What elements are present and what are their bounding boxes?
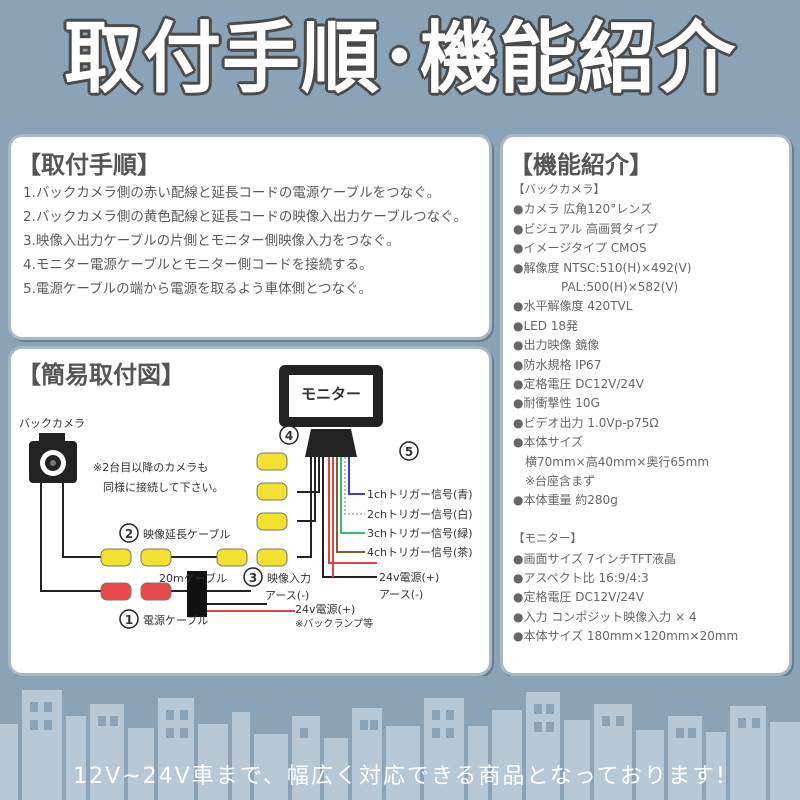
feature-item: ●イメージタイプ CMOS — [513, 241, 647, 256]
feature-section-heading: 【バックカメラ】 — [513, 182, 605, 196]
number-badge: 3 — [249, 571, 257, 585]
bottom-tagline: 12V~24V車まで、幅広く対応できる商品となっております! — [73, 764, 727, 789]
features-heading: 【機能紹介】 — [509, 151, 653, 179]
trigger-label: 3chトリガー信号(緑) — [367, 526, 473, 540]
video-input-label: 映像入力 — [267, 572, 311, 585]
feature-item: ●水平解像度 420TVL — [513, 299, 633, 314]
monitor-label: モニター — [301, 385, 361, 403]
city-skyline-illustration — [0, 676, 800, 800]
number-badge: 2 — [125, 527, 133, 541]
page-title: 取付手順･機能紹介 — [63, 14, 736, 104]
feature-item: ●定格電圧 DC12V/24V — [513, 377, 644, 391]
feature-item: ●本体重量 約280g — [513, 493, 618, 508]
back-camera-icon — [29, 433, 77, 483]
trigger-label: 4chトリガー信号(茶) — [367, 546, 473, 559]
diagram-heading: 【簡易取付図】 — [17, 361, 185, 389]
feature-item: 横70mm×高40mm×奥行65mm — [513, 454, 710, 469]
camera-label: バックカメラ — [19, 417, 85, 430]
feature-item: ●定格電圧 DC12V/24V — [513, 590, 644, 605]
feature-item: ●解像度 NTSC:510(H)×492(V) — [513, 260, 692, 275]
steps-heading: 【取付手順】 — [17, 151, 161, 179]
feature-item: ●ビデオ出力 1.0Vp-p75Ω — [513, 415, 659, 430]
feature-section-heading: 【モニター】 — [513, 531, 582, 546]
note-line: ※2台目以降のカメラも — [93, 460, 208, 474]
feature-item: ●耐衝撃性 10G — [513, 396, 600, 411]
feature-item: ●LED 18発 — [513, 318, 579, 333]
feature-item: ●本体サイズ — [513, 435, 584, 450]
cable-junction — [187, 571, 207, 617]
ext-cable-label: 映像延長ケーブル — [143, 527, 230, 541]
step-item: 5.電源ケーブルの端から電源を取るよう車体側とつなぐ。 — [23, 281, 373, 297]
earth-label: アース(-) — [265, 589, 309, 602]
feature-item: ※台座含まず — [513, 474, 596, 488]
monitor-power-label: 24v電源(+) — [379, 570, 439, 584]
monitor-icon — [279, 365, 383, 457]
features-panel: 【機能紹介】 【バックカメラ】 ●カメラ 広角120°レンズ ●ビジュアル 高画質タ… — [500, 134, 792, 676]
backlamp-note: ※バックランプ等 — [295, 617, 373, 630]
number-badge: 1 — [125, 613, 133, 627]
feature-item: ●出力映像 鏡像 — [513, 338, 600, 353]
trigger-label: 2chトリガー信号(白) — [367, 507, 473, 521]
installation-steps-panel: 【取付手順】 1.バックカメラ側の赤い配線と延長コードの電源ケーブルをつなぐ。 … — [8, 134, 492, 340]
feature-item: ●カメラ 広角120°レンズ — [513, 202, 652, 217]
cable-20m-label: 20mケーブル — [159, 571, 227, 585]
feature-item: PAL:500(H)×582(V) — [513, 280, 679, 294]
power-cable-label: 電源ケーブル — [143, 613, 208, 627]
feature-item: ●入力 コンポジット映像入力 × 4 — [513, 609, 697, 624]
number-badge: 4 — [285, 429, 293, 443]
step-item: 4.モニター電源ケーブルとモニター側コードを接続する。 — [23, 257, 373, 273]
note-line: 同様に接続して下さい。 — [103, 480, 224, 494]
monitor-earth-label: アース(-) — [379, 588, 423, 601]
step-item: 3.映像入出力ケーブルの片側とモニター側映像入力をつなぐ。 — [23, 233, 400, 249]
number-badge: 5 — [405, 445, 413, 459]
feature-item: ●アスペクト比 16:9/4:3 — [513, 571, 649, 585]
power-label: 24v電源(+) — [295, 602, 355, 616]
feature-item: ●本体サイズ 180mm×120mm×20mm — [513, 629, 739, 644]
trigger-label: 1chトリガー信号(青) — [367, 488, 473, 501]
step-item: 1.バックカメラ側の赤い配線と延長コードの電源ケーブルをつなぐ。 — [23, 185, 441, 201]
feature-item: ●防水規格 IP67 — [513, 357, 602, 372]
step-item: 2.バックカメラ側の黄色配線と延長コードの映像入出力ケーブルつなぐ。 — [23, 209, 468, 225]
wiring-diagram: バックカメラ ※2台目以降のカメラも 同様に接続して下さい。 モニター — [19, 365, 473, 630]
feature-item: ●ビジュアル 高画質タイプ — [513, 221, 659, 236]
wiring-diagram-panel: 【簡易取付図】 バックカメラ ※2台目以降のカメラも 同様に接続して下さい。 モ… — [8, 346, 492, 676]
feature-item: ●画面サイズ 7インチTFT液晶 — [513, 551, 676, 566]
